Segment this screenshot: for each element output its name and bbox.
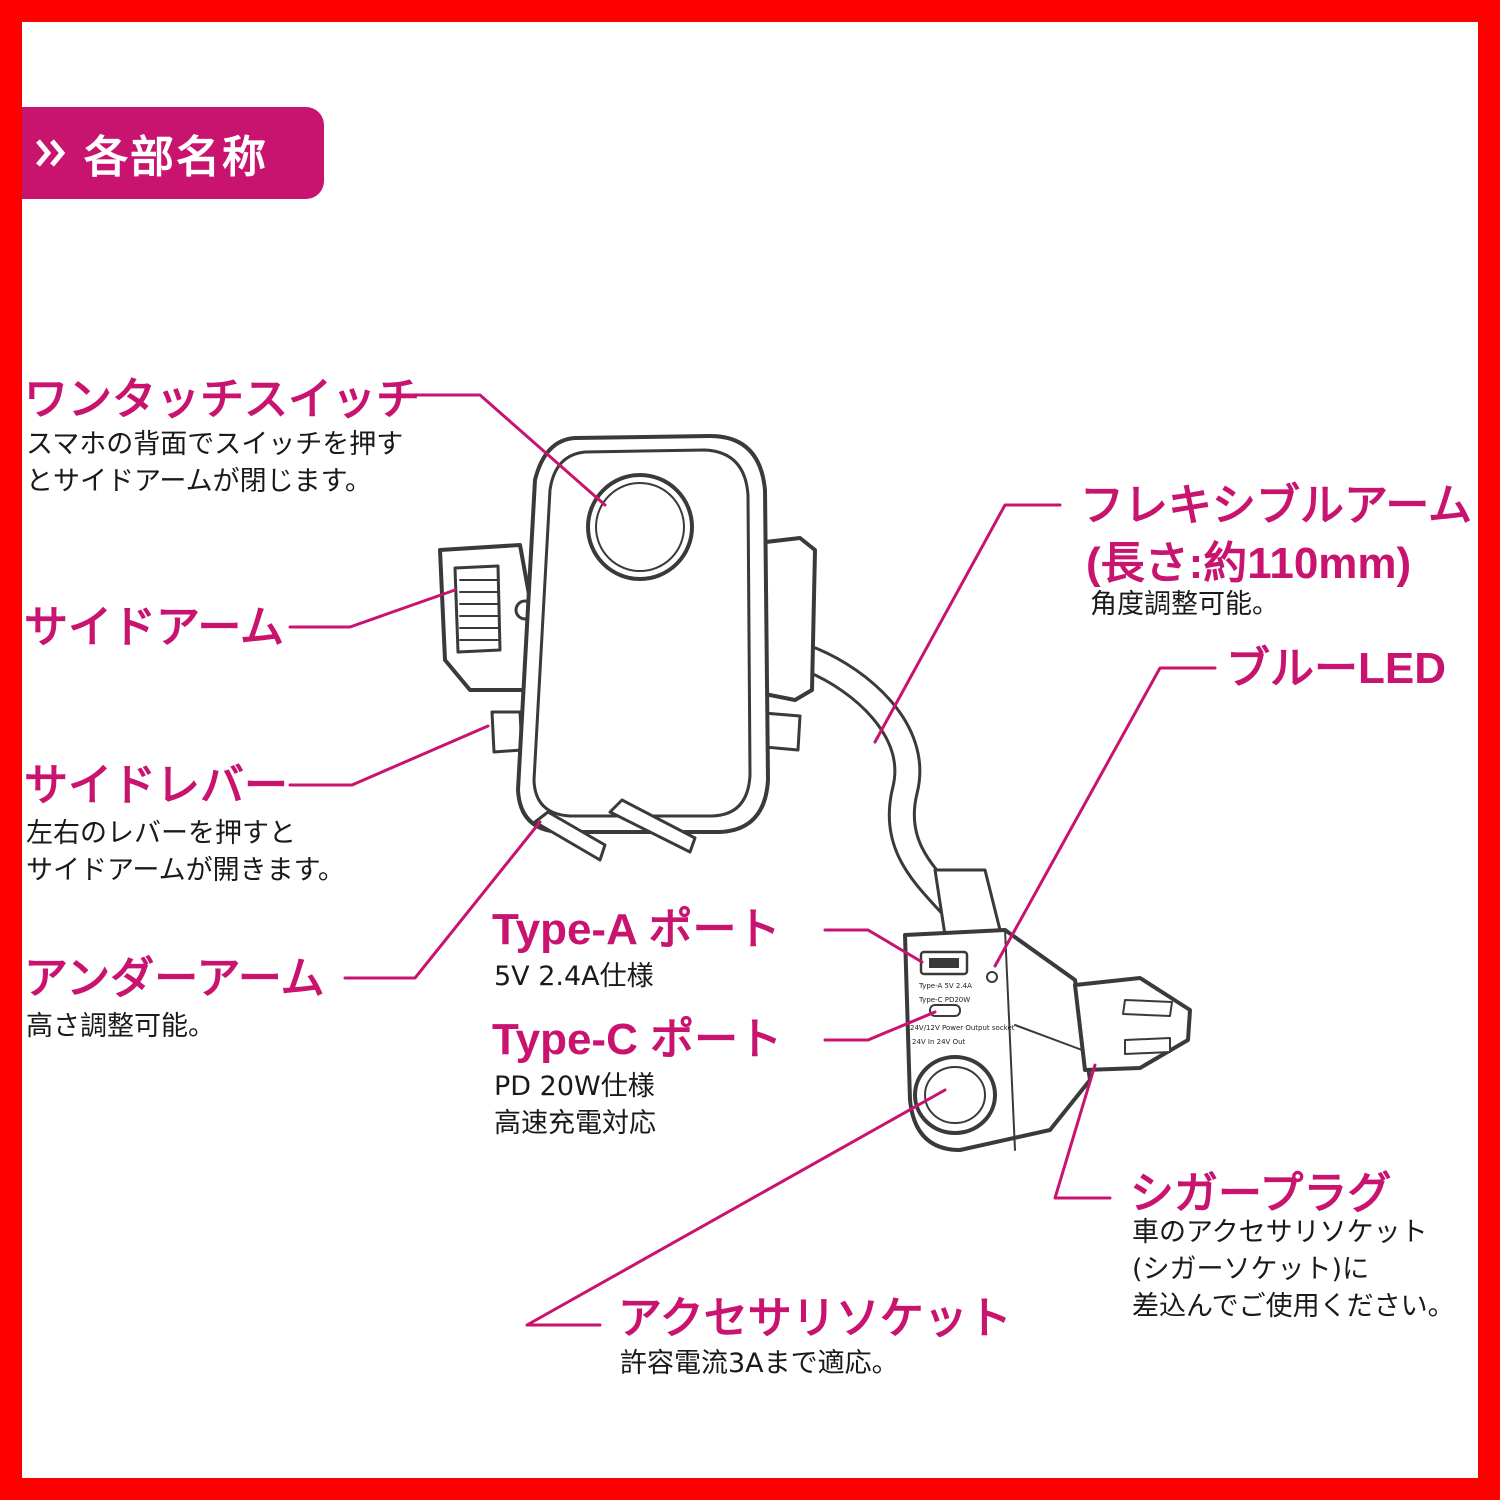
leader-accessory-socket — [525, 1088, 947, 1327]
label-accessory-socket: アクセサリソケット — [618, 1294, 1012, 1343]
label-cigar-plug: シガープラグ — [1130, 1169, 1392, 1218]
label-flexible-arm-length: (長さ:約110mm) — [1086, 539, 1412, 588]
leader-flexible-arm — [873, 503, 1062, 744]
device-print-socket: 24V/12V Power Output socket — [910, 1024, 1015, 1032]
label-side-lever: サイドレバー — [24, 761, 288, 810]
device-print-type-c: Type-C PD20W — [918, 996, 970, 1004]
leader-side-lever — [288, 724, 490, 787]
desc-cigar-plug: 車のアクセサリソケット (シガーソケット)に 差込んでご使用ください。 — [1132, 1217, 1455, 1322]
label-side-arm: サイドアーム — [24, 603, 285, 652]
leader-blue-led — [993, 666, 1217, 968]
label-type-c-port: Type-C ポート — [492, 1015, 783, 1064]
label-under-arm: アンダーアーム — [24, 954, 325, 1003]
desc-one-touch-switch: スマホの背面でスイッチを押す とサイドアームが閉じます。 — [26, 429, 404, 497]
leader-type-c — [823, 1010, 937, 1042]
label-one-touch-switch: ワンタッチスイッチ — [24, 375, 420, 424]
leader-cigar-plug — [1053, 1063, 1112, 1200]
section-header: 各部名称 — [22, 107, 324, 199]
device-print-type-a: Type-A 5V 2.4A — [918, 982, 972, 990]
leader-type-a — [823, 928, 924, 964]
leader-under-arm — [343, 820, 542, 980]
desc-accessory-socket: 許容電流3Aまで適応。 — [620, 1348, 899, 1379]
desc-type-c-port: PD 20W仕様 高速充電対応 — [494, 1071, 656, 1139]
label-blue-led: ブルーLED — [1226, 644, 1446, 693]
label-type-a-port: Type-A ポート — [492, 905, 781, 954]
section-title: 各部名称 — [84, 133, 268, 182]
leader-one-touch-switch — [413, 393, 607, 507]
double-chevron-icon — [36, 139, 66, 167]
label-flexible-arm: フレキシブルアーム — [1080, 481, 1473, 530]
desc-type-a-port: 5V 2.4A仕様 — [494, 961, 654, 992]
desc-under-arm: 高さ調整可能。 — [26, 1011, 215, 1042]
desc-flexible-arm: 角度調整可能。 — [1090, 589, 1279, 620]
leader-side-arm — [288, 588, 457, 629]
desc-side-lever: 左右のレバーを押すと サイドアームが開きます。 — [26, 818, 345, 886]
device-print-io: 24V In 24V Out — [912, 1038, 966, 1046]
